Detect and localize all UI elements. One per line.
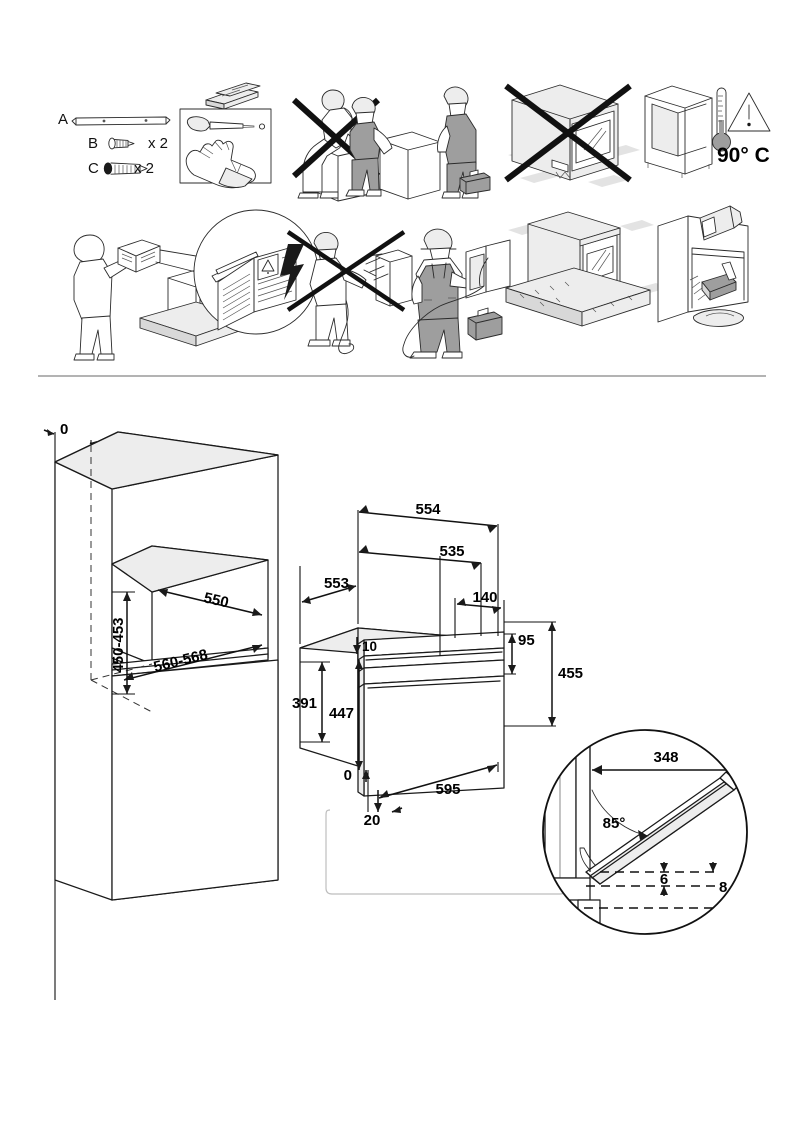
dust-lines <box>689 275 707 301</box>
accessory-ref-b: B <box>88 135 98 152</box>
dim-140: 140 <box>456 589 502 614</box>
dim-550-label: 550 <box>202 589 230 611</box>
accessory-qty-c: x 2 <box>134 160 154 177</box>
dim-447: 447 <box>329 660 363 770</box>
electric-shock-icon <box>280 244 304 300</box>
tools-panel <box>179 82 272 189</box>
dim-535: 535 <box>358 543 482 636</box>
gloves-icon <box>185 139 256 189</box>
dim-595: 595 <box>378 762 499 799</box>
wood-shims-icon <box>205 82 261 110</box>
long-screw-icon <box>103 162 148 175</box>
cabinet-recess-drawing: 0 550 56 <box>43 421 279 1000</box>
dim-391: 391 <box>292 661 330 743</box>
dim-553-label: 553 <box>324 575 349 592</box>
dim-553: 553 <box>301 575 357 604</box>
dim-85deg-label: 85° <box>603 815 626 832</box>
dim-base-zero-label: 0 <box>344 767 352 784</box>
dim-6-label: 6 <box>660 871 668 888</box>
temperature-label: 90° C <box>717 144 770 167</box>
dim-554-label: 554 <box>415 501 441 518</box>
dim-10: 10 <box>353 637 377 654</box>
dim-554: 554 <box>358 501 498 533</box>
dim-450-453-label: 450-453 <box>110 617 127 672</box>
accessory-qty-b: x 2 <box>148 135 168 152</box>
dim-455: 455 <box>504 621 583 727</box>
screwdriver-icon <box>186 116 266 132</box>
accessory-ref-a: A <box>58 111 68 128</box>
dim-535-label: 535 <box>439 543 464 560</box>
pictogram-two-person-lift <box>345 86 491 200</box>
dim-447-label: 447 <box>329 705 354 722</box>
pictogram-unqualified-electrical <box>280 230 413 354</box>
pictogram-cabinet-heat-resistance: 90° C <box>644 85 771 178</box>
dim-550: 550 <box>157 589 263 616</box>
mounting-rail-icon <box>71 116 171 126</box>
dim-95: 95 <box>504 632 535 675</box>
dim-348-label: 348 <box>653 749 678 766</box>
dim-10-label: 10 <box>362 639 377 654</box>
accessory-ref-c: C <box>88 160 99 177</box>
dim-140-label: 140 <box>472 589 497 606</box>
warning-triangle-icon <box>727 92 771 132</box>
door-open-detail-circle: 85° 348 6 8 <box>542 729 748 935</box>
dim-20: 20 <box>364 770 403 829</box>
short-screw-icon <box>108 137 135 150</box>
dim-20-label: 20 <box>364 812 381 829</box>
accessory-list: A B x 2 C x 2 <box>58 82 272 189</box>
dim-595-label: 595 <box>435 781 460 798</box>
pictogram-qualified-technician <box>402 228 511 359</box>
spark-icon <box>363 253 389 281</box>
padding-texture <box>519 281 633 313</box>
dim-95-label: 95 <box>518 632 535 649</box>
thermometer-icon <box>712 87 731 152</box>
dim-455-label: 455 <box>558 665 583 682</box>
pictogram-read-manual <box>73 209 319 361</box>
pictogram-oven-on-floor-forbidden <box>504 83 640 187</box>
oven-dimensions-drawing: 554 535 553 140 10 <box>292 501 583 895</box>
dim-8-label: 8 <box>719 879 727 896</box>
pictogram-clean-cabinet <box>657 205 749 327</box>
pictogram-oven-on-padding <box>505 211 668 327</box>
dim-391-label: 391 <box>292 695 317 712</box>
dim-450-453: 450-453 <box>110 591 135 695</box>
dim-origin-cabinet: 0 <box>60 421 68 438</box>
